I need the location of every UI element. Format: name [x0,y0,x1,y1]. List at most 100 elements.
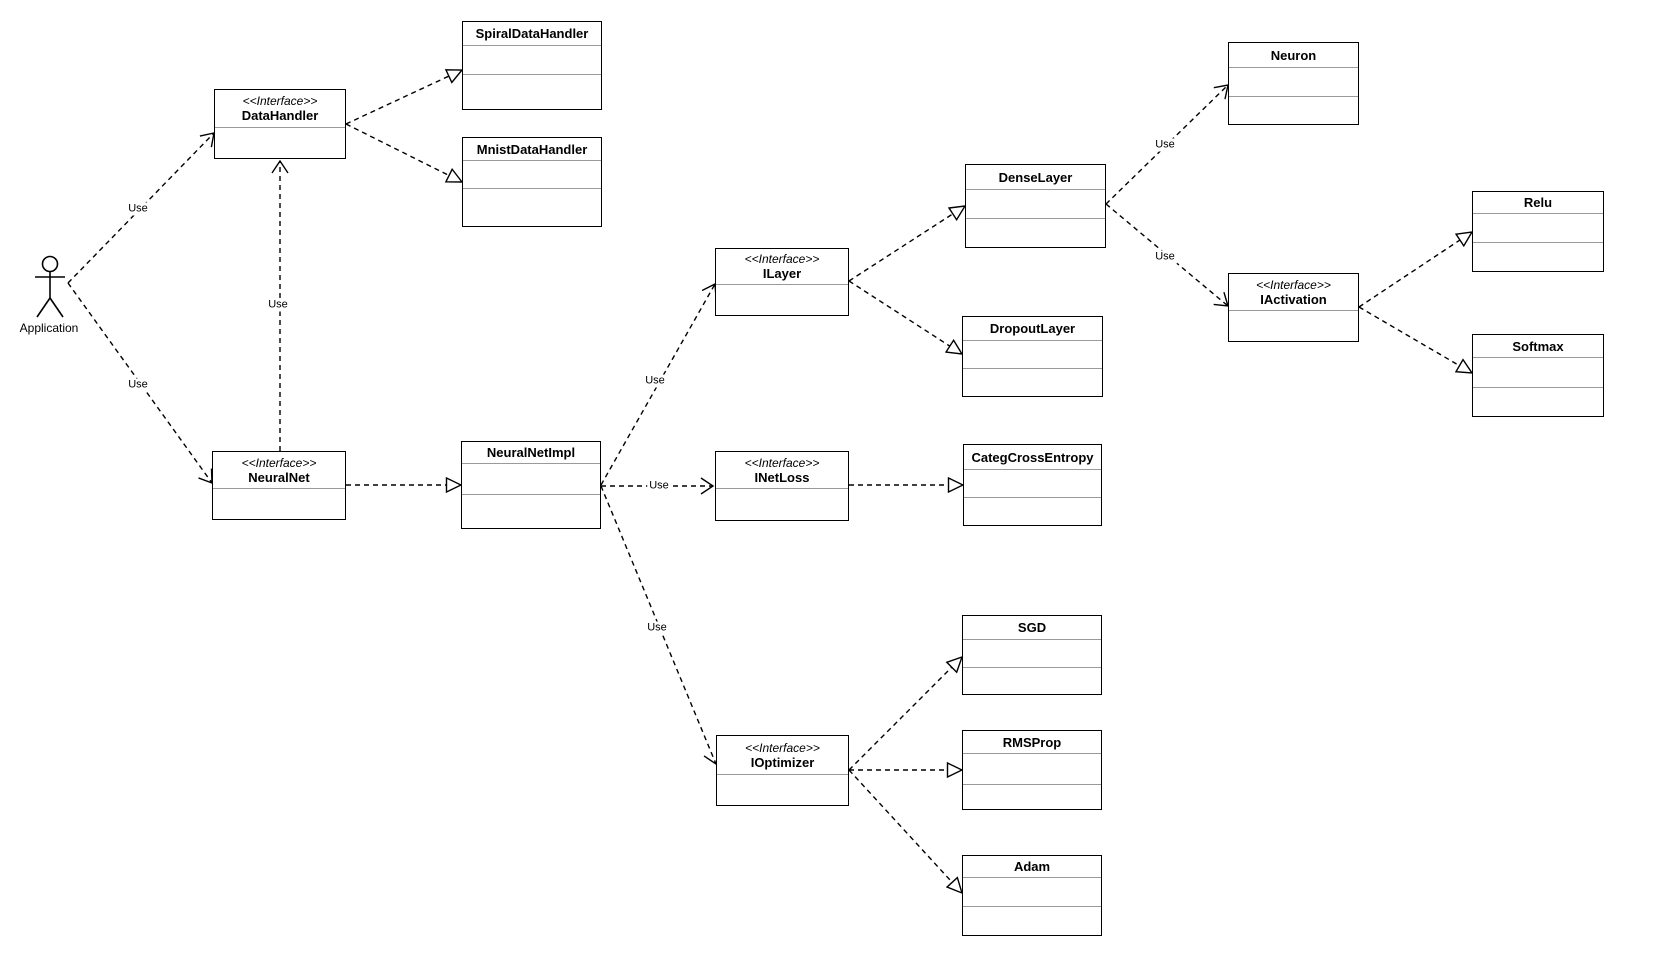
class-name: CategCrossEntropy [971,449,1094,465]
edge-use-label: Use [126,378,150,392]
class-name: Adam [1013,859,1051,874]
class-box-rmsprop: RMSProp [962,730,1102,810]
actor-head [41,255,59,273]
empty-compartment [462,463,600,494]
class-box-neuron: Neuron [1228,42,1359,125]
class-title-compartment: <<Interface>> NeuralNet [213,452,345,488]
stereotype-label: <<Interface>> [241,455,317,470]
empty-compartment [463,160,601,188]
class-title-compartment: CategCrossEntropy [964,445,1101,469]
class-box-inetloss: <<Interface>> INetLoss [715,451,849,521]
edge-iactivation-softmax [1358,306,1472,373]
class-title-compartment: Relu [1473,192,1603,213]
edge-ioptimizer-adam [848,769,962,893]
empty-compartment [1473,242,1603,271]
edge-ilayer-denselayer [848,206,965,282]
class-name: NeuralNetImpl [486,445,576,460]
empty-compartment [1473,387,1603,416]
stereotype-label: <<Interface>> [744,455,820,470]
class-box-neuralnetimpl: NeuralNetImpl [461,441,601,529]
class-name: DropoutLayer [989,321,1076,336]
empty-compartment [717,774,848,805]
class-box-ioptimizer: <<Interface>> IOptimizer [716,735,849,806]
class-name: Relu [1523,195,1553,210]
empty-compartment [963,877,1101,906]
empty-compartment [963,784,1101,809]
class-box-relu: Relu [1472,191,1604,272]
class-name: RMSProp [1002,734,1062,750]
class-box-mnistdatahandler: MnistDataHandler [462,137,602,227]
class-box-ilayer: <<Interface>> ILayer [715,248,849,316]
empty-compartment [463,74,601,109]
empty-compartment [963,368,1102,396]
empty-compartment [463,45,601,74]
class-title-compartment: <<Interface>> DataHandler [215,90,345,127]
edge-use-label: Use [126,202,150,216]
class-title-compartment: <<Interface>> IOptimizer [717,736,848,774]
empty-compartment [716,488,848,520]
class-title-compartment: RMSProp [963,731,1101,753]
class-title-compartment: Adam [963,856,1101,877]
class-name: DataHandler [241,108,319,123]
empty-compartment [963,340,1102,368]
edge-use-label: Use [645,621,669,635]
class-box-spiraldatahandler: SpiralDataHandler [462,21,602,110]
class-box-denselayer: DenseLayer [965,164,1106,248]
empty-compartment [963,639,1101,667]
class-title-compartment: DropoutLayer [963,317,1102,340]
empty-compartment [964,469,1101,497]
empty-compartment [963,906,1101,935]
empty-compartment [462,494,600,528]
empty-compartment [213,488,345,519]
class-title-compartment: <<Interface>> IActivation [1229,274,1358,310]
edge-use-label: Use [266,298,290,312]
edge-use-label: Use [647,479,671,493]
edge-use-label: Use [1153,138,1177,152]
class-name: Neuron [1270,47,1317,63]
actor-leg-left [36,297,51,318]
empty-compartment [1229,310,1358,341]
empty-compartment [963,667,1101,694]
stereotype-label: <<Interface>> [1256,277,1331,292]
class-box-softmax: Softmax [1472,334,1604,417]
edge-use-label: Use [643,374,667,388]
empty-compartment [215,127,345,158]
class-title-compartment: SGD [963,616,1101,639]
class-box-adam: Adam [962,855,1102,936]
class-box-sgd: SGD [962,615,1102,695]
class-name: SpiralDataHandler [475,26,589,41]
empty-compartment [963,753,1101,784]
class-name: IOptimizer [750,754,815,770]
empty-compartment [966,218,1105,247]
class-box-iactivation: <<Interface>> IActivation [1228,273,1359,342]
edge-use-label: Use [1153,250,1177,264]
class-box-categcrossentropy: CategCrossEntropy [963,444,1102,526]
empty-compartment [1473,357,1603,387]
empty-compartment [463,188,601,226]
class-title-compartment: Neuron [1229,43,1358,67]
class-name: ILayer [762,266,802,281]
class-title-compartment: DenseLayer [966,165,1105,189]
class-title-compartment: SpiralDataHandler [463,22,601,45]
empty-compartment [966,189,1105,218]
class-name: Softmax [1512,338,1564,354]
class-title-compartment: NeuralNetImpl [462,442,600,463]
empty-compartment [1229,67,1358,96]
actor-leg-right [49,297,64,318]
stereotype-label: <<Interface>> [745,740,820,755]
class-title-compartment: <<Interface>> INetLoss [716,452,848,488]
stereotype-label: <<Interface>> [242,94,318,108]
actor-label: Application [19,321,79,335]
empty-compartment [716,284,848,315]
edge-ioptimizer-sgd [848,657,962,771]
edge-ilayer-dropoutlayer [848,280,962,354]
edge-datahandler-mnistdatahandler [345,123,462,182]
class-name: NeuralNet [248,469,310,485]
edge-application-datahandler [67,132,215,284]
class-title-compartment: MnistDataHandler [463,138,601,160]
edge-neuralnetimpl-ilayer [600,282,717,486]
empty-compartment [1229,96,1358,124]
actor-figure [35,255,65,318]
